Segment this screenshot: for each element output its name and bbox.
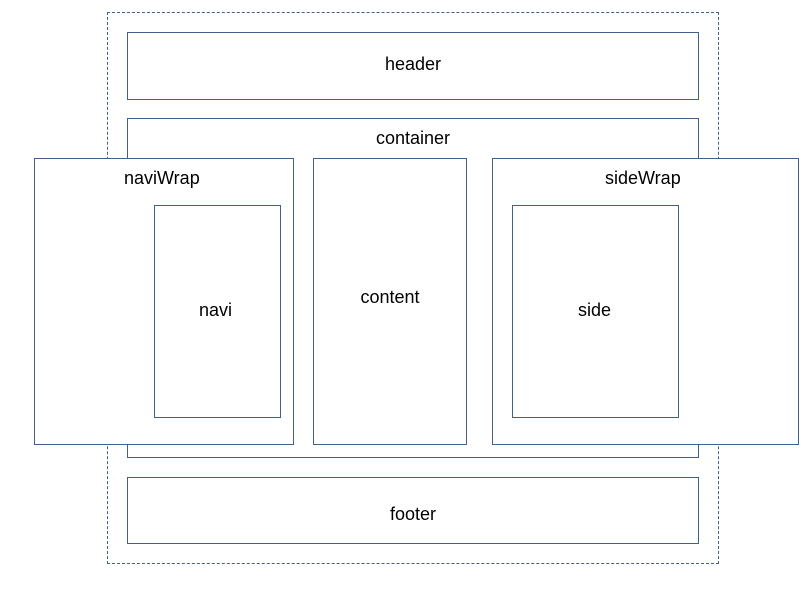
side-box: side xyxy=(512,205,679,418)
header-label: header xyxy=(384,54,442,74)
container-label: container xyxy=(375,128,451,148)
sidewrap-label: sideWrap xyxy=(605,168,681,188)
header-box: header xyxy=(127,32,699,100)
naviwrap-label: naviWrap xyxy=(124,168,200,188)
footer-box: footer xyxy=(127,477,699,544)
content-box: content xyxy=(313,158,467,445)
content-label: content xyxy=(360,287,420,307)
navi-box: navi xyxy=(154,205,281,418)
navi-label: navi xyxy=(199,300,233,320)
side-label: side xyxy=(578,300,612,320)
footer-label: footer xyxy=(389,504,437,524)
